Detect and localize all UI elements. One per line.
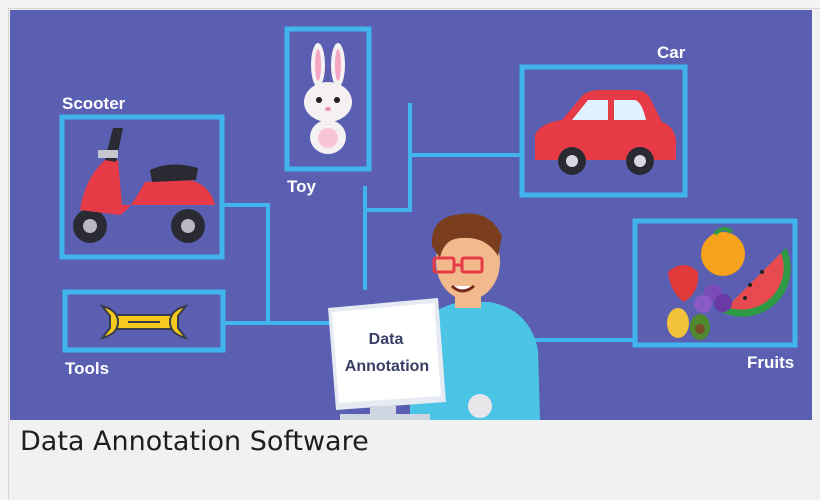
toy-label: Toy [287,177,317,196]
data-annotation-illustration: Scooter Tools [10,10,812,420]
scooter-box: Scooter [59,94,225,260]
car-box: Car [519,43,688,198]
fruits-icon [667,227,791,340]
scooter-icon [73,128,215,243]
toy-box: Toy [284,26,372,196]
tools-box: Tools [62,289,226,378]
bunny-icon [304,43,352,154]
car-icon [535,90,676,175]
tools-label: Tools [65,359,109,378]
glasses-icon [432,256,484,274]
fruits-box: Fruits [632,218,798,372]
scooter-label: Scooter [62,94,126,113]
monitor-text-data: Data [369,331,404,348]
wrench-icon [99,304,189,340]
monitor: Data Annotation [328,298,446,420]
monitor-text-annotation: Annotation [345,358,429,375]
car-label: Car [657,43,686,62]
image-caption: Data Annotation Software [20,426,369,457]
fruits-label: Fruits [747,353,794,372]
